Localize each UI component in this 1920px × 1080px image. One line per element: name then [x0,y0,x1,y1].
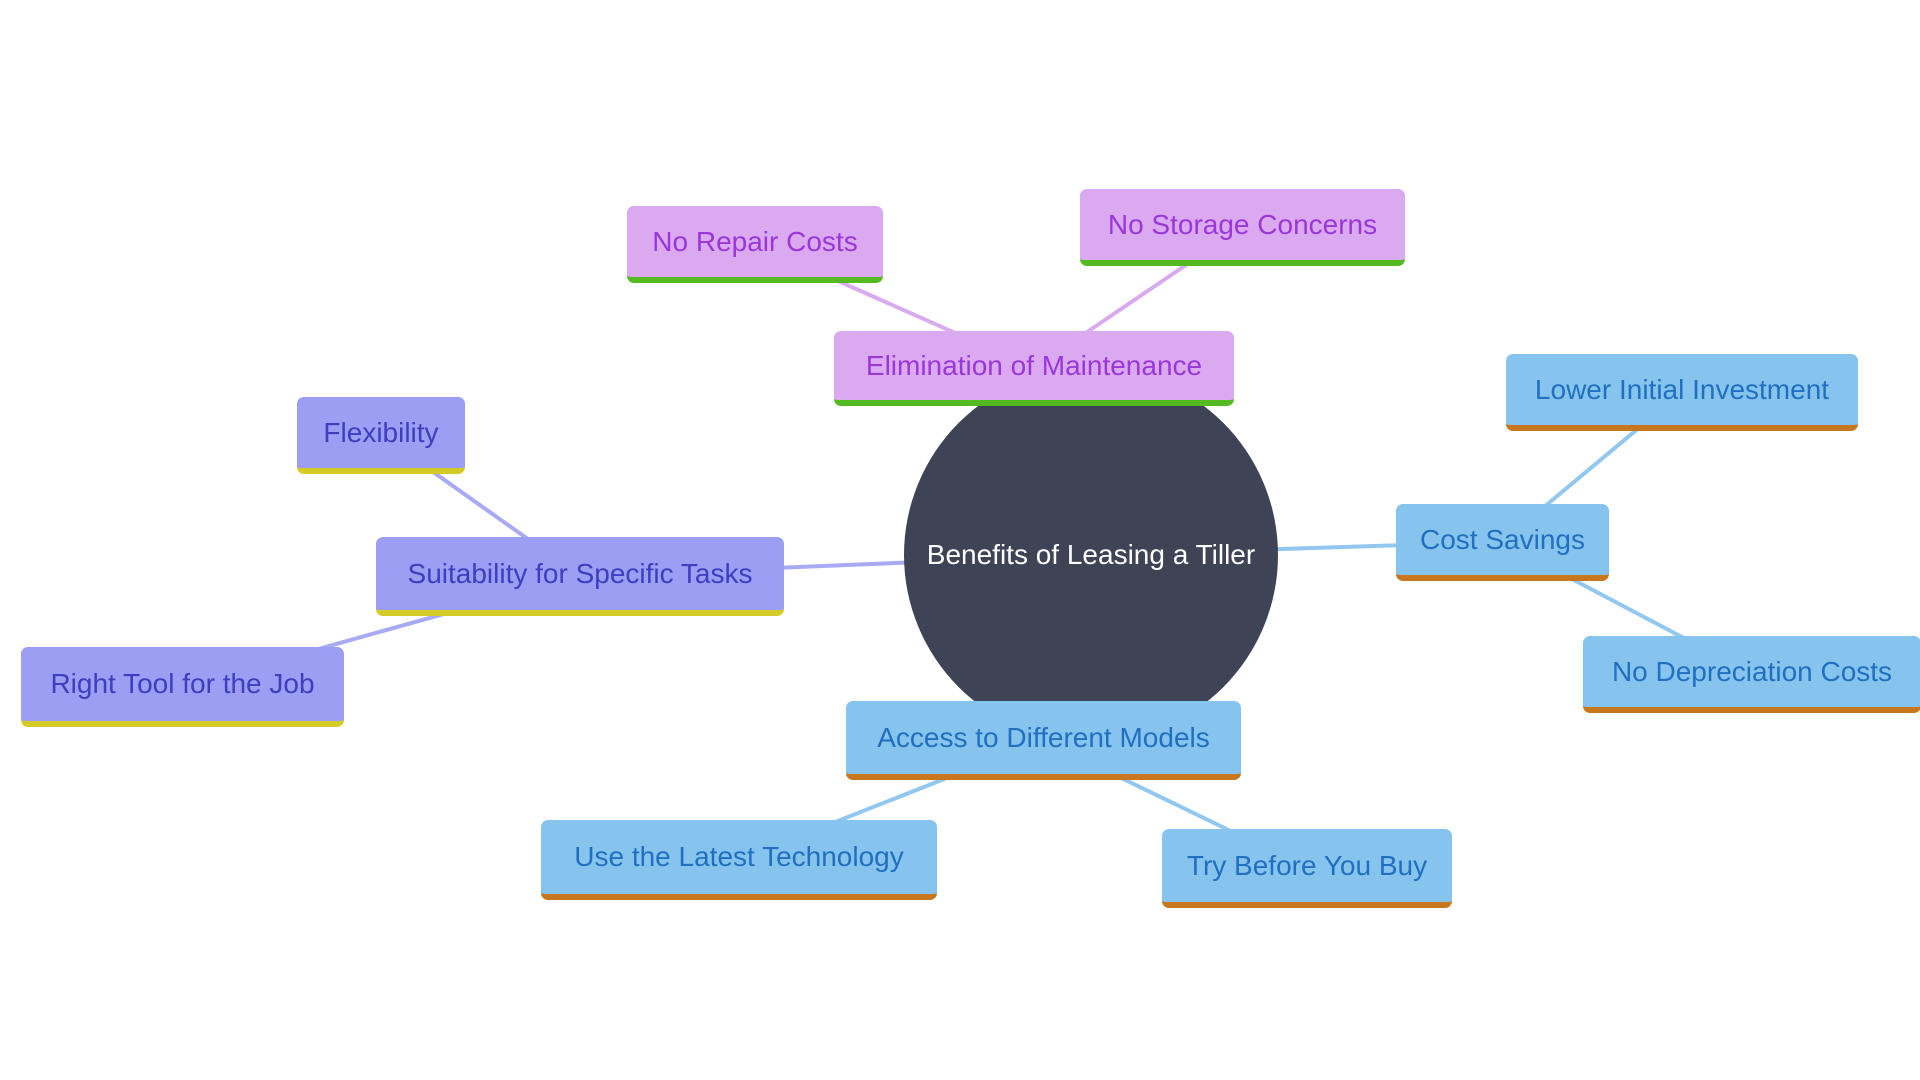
node-no-repair-costs: No Repair Costs [627,206,883,283]
node-right-tool-for-the-job: Right Tool for the Job [21,647,344,727]
node-lower-initial-investment: Lower Initial Investment [1506,354,1858,431]
node-elimination-of-maintenance: Elimination of Maintenance [834,331,1234,406]
node-no-storage-concerns: No Storage Concerns [1080,189,1405,266]
node-try-before-you-buy: Try Before You Buy [1162,829,1452,908]
node-suitability-for-specific-tasks: Suitability for Specific Tasks [376,537,784,616]
node-no-depreciation-costs: No Depreciation Costs [1583,636,1920,713]
node-access-to-different-models: Access to Different Models [846,701,1241,780]
node-use-the-latest-technology: Use the Latest Technology [541,820,937,900]
node-cost-savings: Cost Savings [1396,504,1609,581]
root-node-benefits-of-leasing-a-tiller: Benefits of Leasing a Tiller [904,368,1278,742]
node-flexibility: Flexibility [297,397,465,474]
